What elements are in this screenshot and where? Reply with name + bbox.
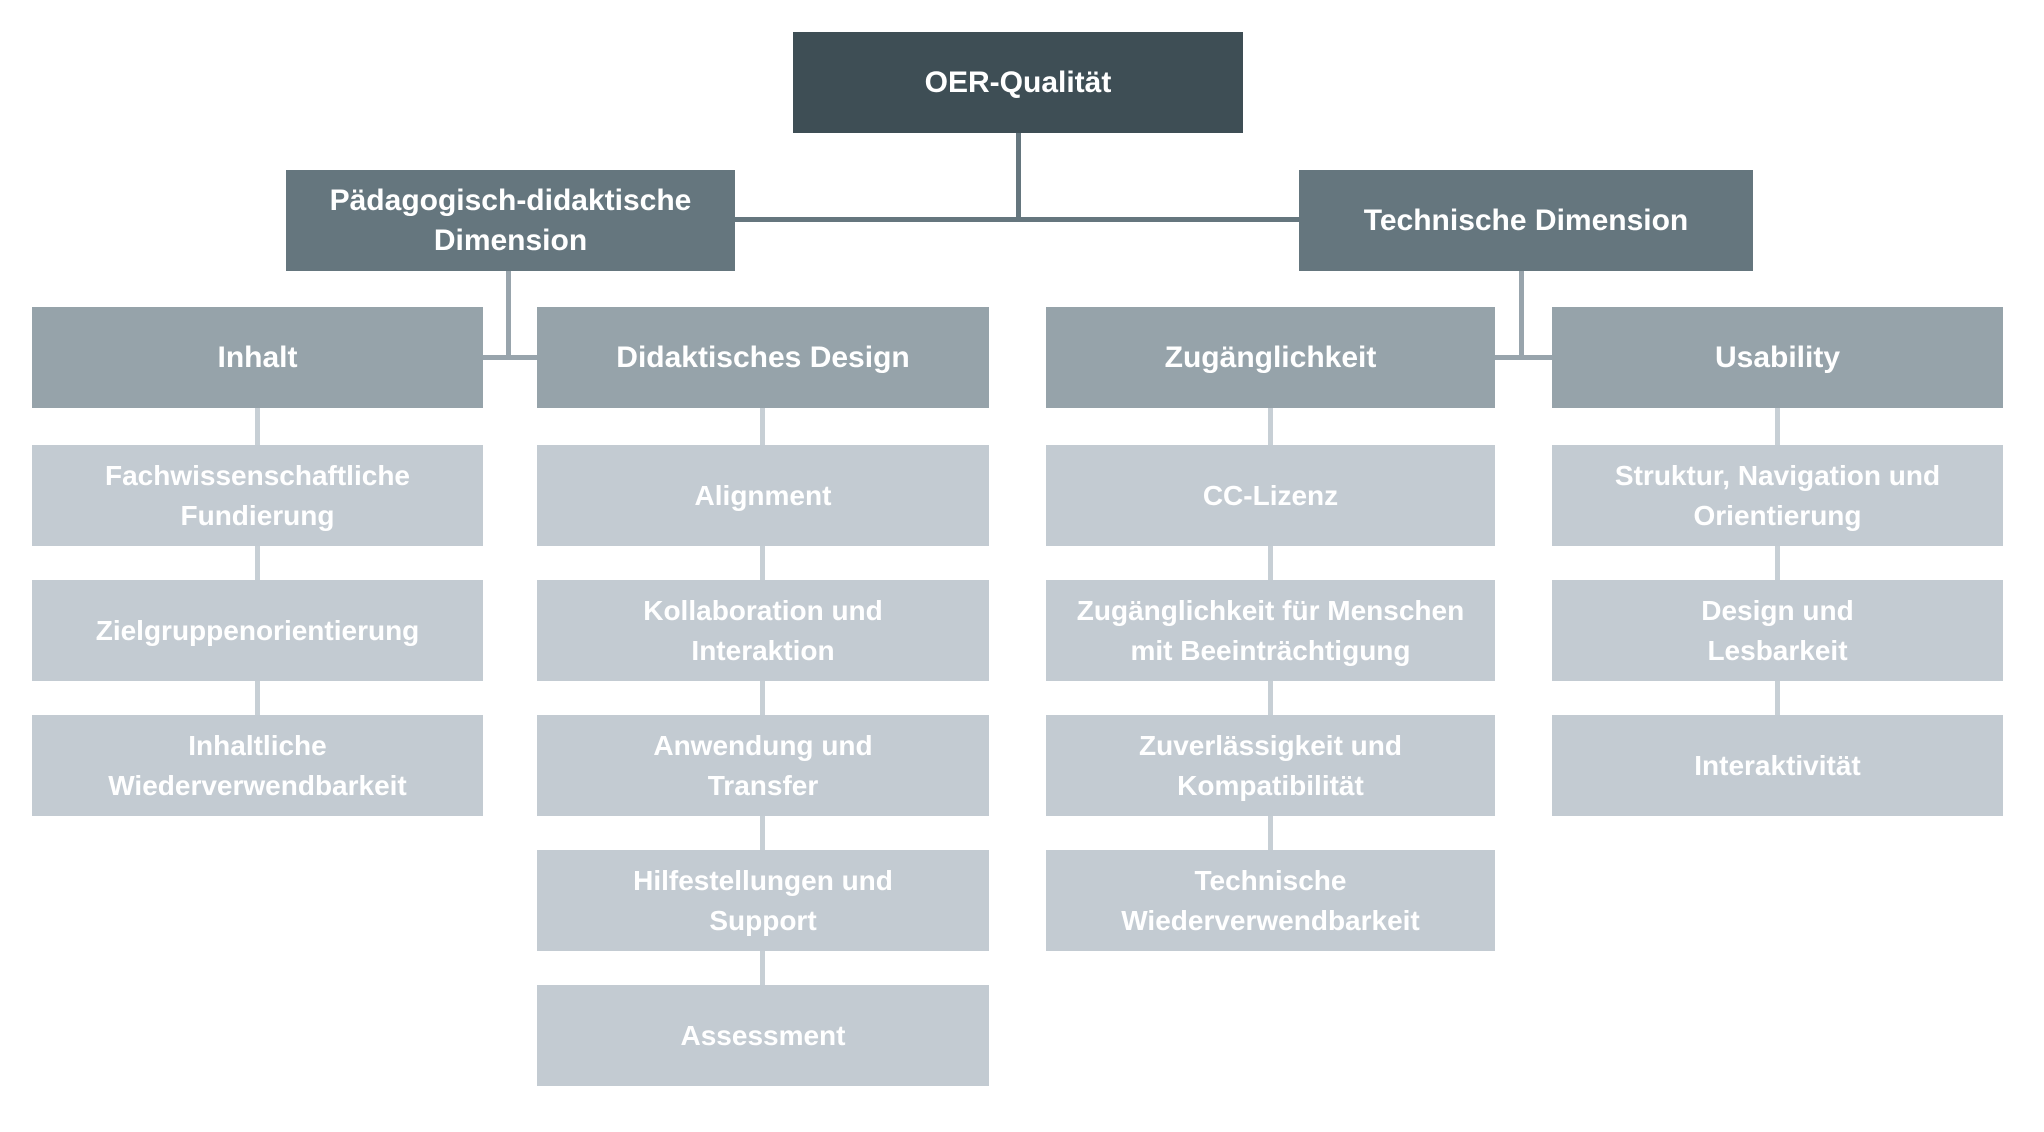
connector-col2-seg5 (760, 951, 765, 985)
node-struktur-navigation-orientierung: Struktur, Navigation und Orientierung (1552, 445, 2003, 546)
node-oer-qualitaet: OER-Qualität (793, 32, 1243, 133)
connector-col1-seg2 (255, 546, 260, 580)
connector-col3-seg3 (1268, 681, 1273, 715)
connector-col4-seg2 (1775, 546, 1780, 580)
connector-col1-seg1 (255, 408, 260, 445)
node-zielgruppenorientierung: Zielgruppenorientierung (32, 580, 483, 681)
node-kollaboration-und-interaktion: Kollaboration und Interaktion (537, 580, 989, 681)
connector-col2-seg4 (760, 816, 765, 850)
node-zugaenglichkeit: Zugänglichkeit (1046, 307, 1495, 408)
node-interaktivitaet: Interaktivität (1552, 715, 2003, 816)
node-didaktisches-design: Didaktisches Design (537, 307, 989, 408)
connector-col3-seg4 (1268, 816, 1273, 850)
node-alignment: Alignment (537, 445, 989, 546)
connector-root-vertical (1016, 133, 1021, 219)
connector-col4-seg3 (1775, 681, 1780, 715)
connector-dim2-horizontal (1495, 355, 1552, 360)
node-zuverlaessigkeit-und-kompatibilitaet: Zuverlässigkeit und Kompatibilität (1046, 715, 1495, 816)
connector-dim2-vertical (1519, 271, 1524, 360)
node-technische-dimension: Technische Dimension (1299, 170, 1753, 271)
node-assessment: Assessment (537, 985, 989, 1086)
node-inhaltliche-wiederverwendbarkeit: Inhaltliche Wiederverwendbarkeit (32, 715, 483, 816)
connector-dim1-vertical (506, 271, 511, 360)
connector-col2-seg2 (760, 546, 765, 580)
connector-col3-seg2 (1268, 546, 1273, 580)
node-usability: Usability (1552, 307, 2003, 408)
connector-col1-seg3 (255, 681, 260, 715)
node-fachwissenschaftliche-fundierung: Fachwissenschaftliche Fundierung (32, 445, 483, 546)
node-inhalt: Inhalt (32, 307, 483, 408)
node-technische-wiederverwendbarkeit: Technische Wiederverwendbarkeit (1046, 850, 1495, 951)
connector-dimensions-horizontal (735, 217, 1299, 222)
connector-col2-seg1 (760, 408, 765, 445)
connector-col2-seg3 (760, 681, 765, 715)
node-zugaenglichkeit-fuer-menschen: Zugänglichkeit für Menschen mit Beeinträ… (1046, 580, 1495, 681)
connector-col4-seg1 (1775, 408, 1780, 445)
node-design-und-lesbarkeit: Design und Lesbarkeit (1552, 580, 2003, 681)
node-cc-lizenz: CC-Lizenz (1046, 445, 1495, 546)
node-anwendung-und-transfer: Anwendung und Transfer (537, 715, 989, 816)
connector-col3-seg1 (1268, 408, 1273, 445)
node-paedagogisch-didaktische-dimension: Pädagogisch-didaktische Dimension (286, 170, 735, 271)
node-hilfestellungen-und-support: Hilfestellungen und Support (537, 850, 989, 951)
connector-dim1-horizontal (483, 355, 537, 360)
